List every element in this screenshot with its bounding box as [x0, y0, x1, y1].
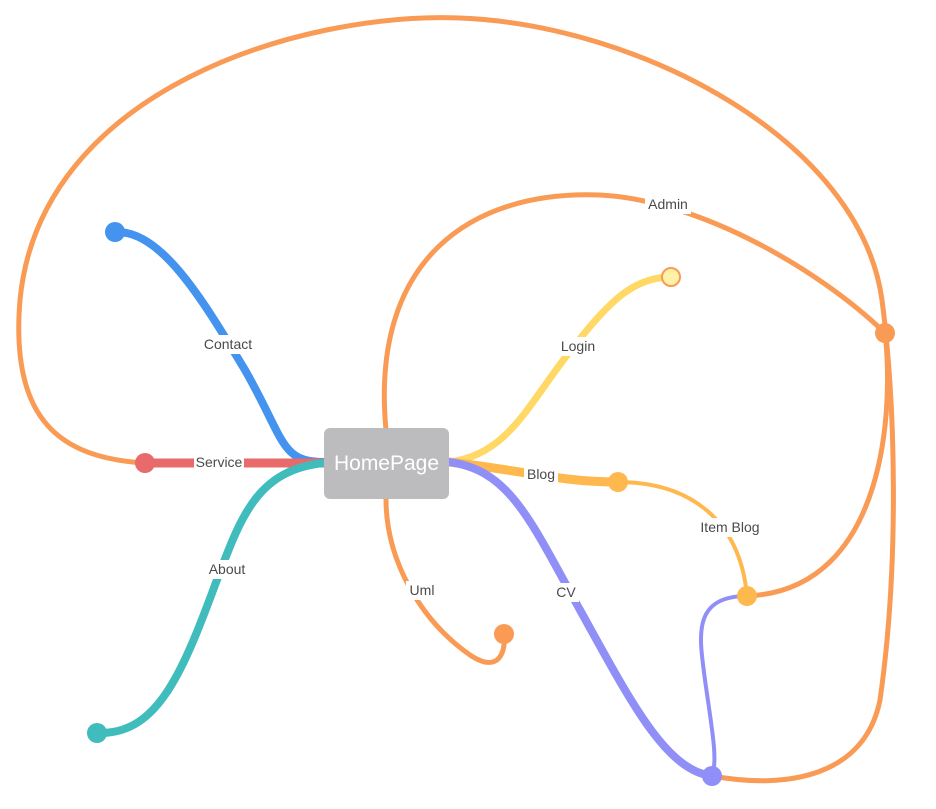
- svg-text:Uml: Uml: [410, 582, 435, 598]
- svg-text:CV: CV: [556, 584, 576, 600]
- svg-text:Service: Service: [196, 454, 243, 470]
- label-item-blog[interactable]: Item Blog: [697, 518, 763, 537]
- svg-text:Contact: Contact: [204, 336, 252, 352]
- root-node-label: HomePage: [333, 451, 440, 475]
- node-admin[interactable]: [875, 323, 895, 343]
- svg-text:Item Blog: Item Blog: [700, 519, 759, 535]
- svg-text:Admin: Admin: [648, 196, 688, 212]
- node-item-blog[interactable]: [737, 586, 757, 606]
- label-uml[interactable]: Uml: [406, 581, 438, 600]
- link-about: [93, 459, 328, 738]
- label-cv[interactable]: CV: [553, 583, 579, 602]
- link-uml: [383, 496, 507, 665]
- link-login: [445, 273, 675, 466]
- link-itemblog-cv: [699, 594, 749, 778]
- svg-text:Blog: Blog: [527, 466, 555, 482]
- label-login[interactable]: Login: [557, 337, 599, 356]
- node-about[interactable]: [87, 723, 107, 743]
- svg-text:About: About: [209, 561, 246, 577]
- label-contact[interactable]: Contact: [200, 335, 258, 354]
- node-service[interactable]: [135, 453, 155, 473]
- node-login[interactable]: [661, 267, 681, 287]
- root-node-homepage[interactable]: HomePage: [324, 428, 449, 499]
- link-cv: [445, 458, 716, 780]
- link-admin-itemblog: [744, 330, 890, 599]
- label-service[interactable]: Service: [194, 453, 244, 472]
- link-contact: [111, 227, 328, 466]
- link-item-blog: [616, 480, 749, 598]
- node-cv[interactable]: [702, 766, 722, 786]
- link-admin: [381, 192, 888, 433]
- label-blog[interactable]: Blog: [524, 465, 558, 484]
- label-about[interactable]: About: [205, 560, 249, 579]
- svg-text:Login: Login: [561, 338, 595, 354]
- link-service-admin: [16, 15, 896, 784]
- label-admin[interactable]: Admin: [645, 195, 691, 214]
- node-uml[interactable]: [494, 624, 514, 644]
- node-blog[interactable]: [608, 472, 628, 492]
- node-contact[interactable]: [105, 222, 125, 242]
